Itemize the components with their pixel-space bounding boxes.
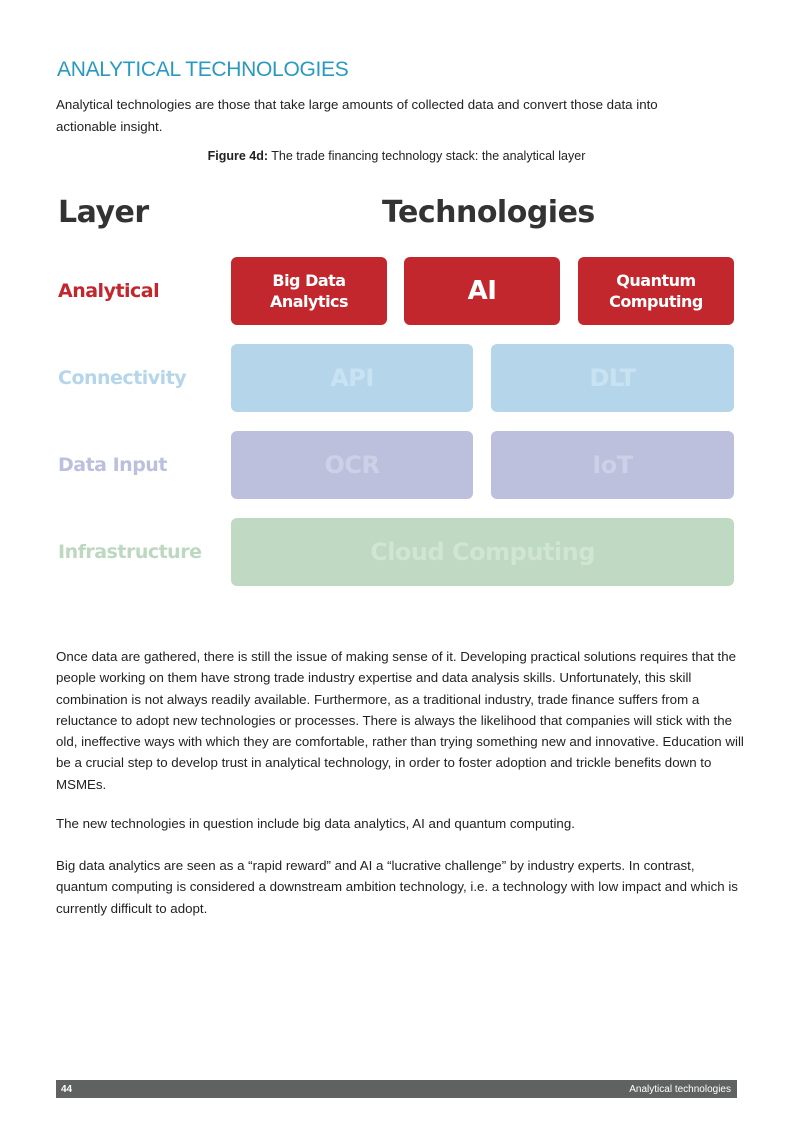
body-paragraph: Once data are gathered, there is still t… (56, 649, 744, 792)
layer-label-analytical: Analytical (58, 280, 160, 302)
section-heading: ANALYTICAL TECHNOLOGIES (57, 58, 349, 81)
tech-box-api: API (231, 344, 473, 412)
layer-label-infrastructure: Infrastructure (58, 541, 202, 563)
tech-box-iot: IoT (491, 431, 734, 499)
technologies-column-header: Technologies (382, 195, 595, 230)
page-number: 44 (61, 1084, 73, 1095)
tech-box-ai: AI (404, 257, 560, 325)
tech-box-cloud: Cloud Computing (231, 518, 734, 586)
layer-column-header: Layer (58, 195, 149, 230)
tech-box-ocr: OCR (231, 431, 473, 499)
body-paragraph: The new technologies in question include… (56, 816, 575, 831)
intro-paragraph: Analytical technologies are those that t… (56, 97, 658, 134)
tech-box-dlt: DLT (491, 344, 734, 412)
body-paragraph: Big data analytics are seen as a “rapid … (56, 858, 738, 916)
layer-label-connectivity: Connectivity (58, 367, 187, 389)
figure-label: Figure 4d: (207, 149, 269, 163)
footer-section-title: Analytical technologies (629, 1084, 731, 1095)
tech-box-quantum: Quantum Computing (578, 257, 734, 325)
layer-label-data-input: Data Input (58, 454, 167, 476)
figure-caption: Figure 4d: The trade financing technolog… (0, 149, 793, 163)
figure-caption-text: The trade financing technology stack: th… (271, 149, 586, 163)
tech-box-big-data: Big Data Analytics (231, 257, 387, 325)
page-footer: 44 Analytical technologies (56, 1080, 737, 1098)
